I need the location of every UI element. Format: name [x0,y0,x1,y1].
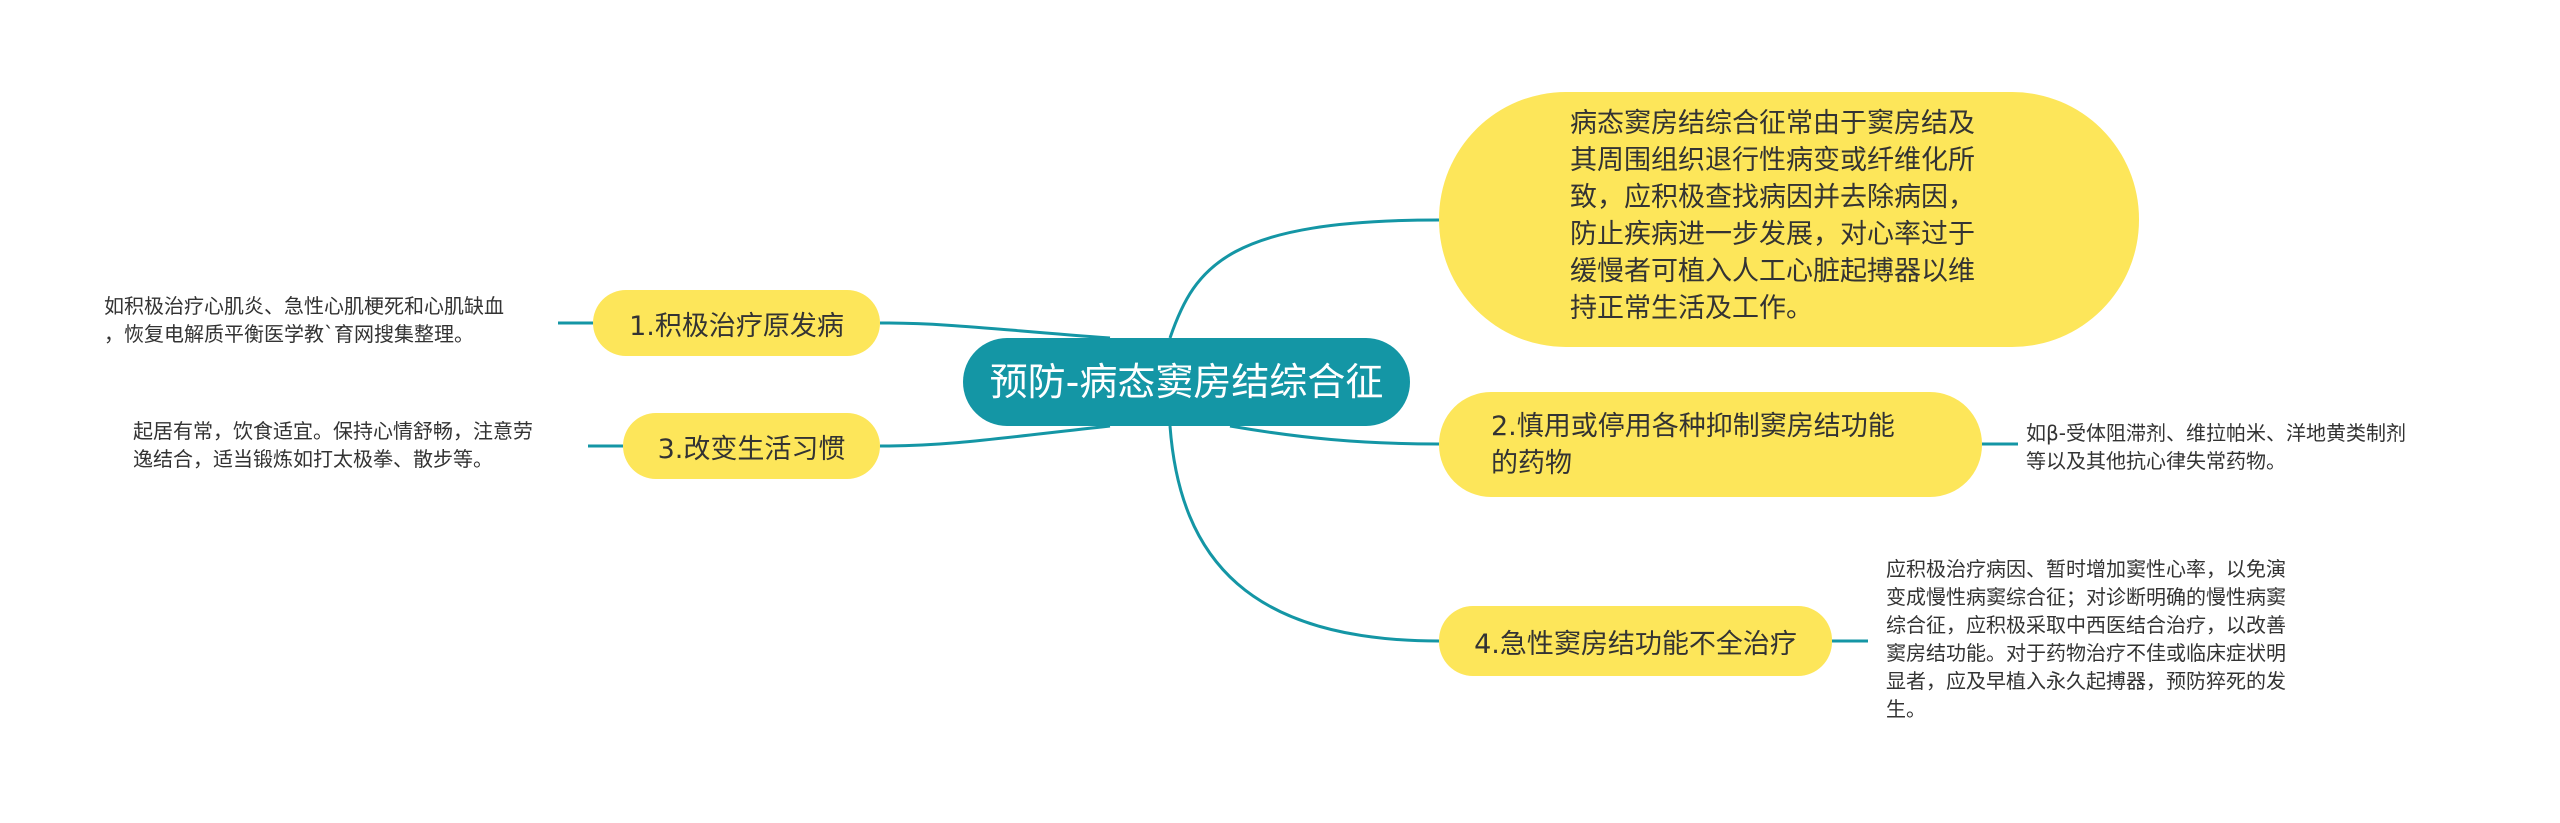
connector-root-to-big [1168,218,1440,339]
leaf-lifestyle: 起居有常，饮食适宜。保持心情舒畅，注意劳 逸结合，适当锻炼如打太极拳、散步等。 [133,417,533,473]
branch-label: 4.急性窦房结功能不全治疗 [1474,628,1797,660]
leaf-avoid-suppressive-drugs: 如β-受体阻滞剂、维拉帕米、洋地黄类制剂 等以及其他抗心律失常药物。 [2026,419,2406,475]
root-topic[interactable]: 预防-病态窦房结综合征 [963,338,1410,426]
leaf-line: 显者，应及早植入永久起搏器，预防猝死的发 [1886,669,2286,693]
leaf-line: 应积极治疗病因、暂时增加窦性心率，以免演 [1886,557,2286,581]
branch-treat-primary-disease[interactable]: 1.积极治疗原发病 [593,290,880,356]
branch-label-line: 的药物 [1491,447,1572,479]
leaf-line: 等以及其他抗心律失常药物。 [2026,449,2286,473]
connector-root-to-b3 [879,424,1111,448]
leaf-line: 变成慢性病窦综合征；对诊断明确的慢性病窦 [1886,585,2286,609]
branch-avoid-suppressive-drugs[interactable]: 2.慎用或停用各种抑制窦房结功能 的药物 [1439,392,1982,497]
leaf-line: 如β-受体阻滞剂、维拉帕米、洋地黄类制剂 [2026,421,2406,445]
branch-etiology-summary[interactable]: 病态窦房结综合征常由于窦房结及 其周围组织退行性病变或纤维化所 致，应积极查找病… [1439,92,2139,347]
leaf-line: 起居有常，饮食适宜。保持心情舒畅，注意劳 [133,419,533,443]
branch-lifestyle[interactable]: 3.改变生活习惯 [623,413,880,479]
summary-line: 缓慢者可植入人工心脏起搏器以维 [1570,256,1975,287]
branch-label: 2.慎用或停用各种抑制窦房结功能 的药物 [1491,408,1895,482]
leaf-line: 逸结合，适当锻炼如打太极拳、散步等。 [133,447,493,471]
connector-root-to-b4 [1168,425,1440,643]
branch-label: 3.改变生活习惯 [657,433,846,465]
leaf-treat-primary-disease: 如积极治疗心肌炎、急性心肌梗死和心肌缺血 ，恢复电解质平衡医学教`育网搜集整理。 [104,292,504,348]
branch-label: 1.积极治疗原发病 [629,310,844,342]
branch-label-line: 2.慎用或停用各种抑制窦房结功能 [1491,410,1895,442]
leaf-line: 窦房结功能。对于药物治疗不佳或临床症状明 [1886,641,2286,665]
summary-line: 防止疾病进一步发展，对心率过于 [1570,219,1975,250]
summary-line: 病态窦房结综合征常由于窦房结及 [1570,108,1975,139]
summary-line: 致，应积极查找病因并去除病因， [1570,182,1975,213]
leaf-line: 如积极治疗心肌炎、急性心肌梗死和心肌缺血 [104,294,504,318]
branch-acute-treatment[interactable]: 4.急性窦房结功能不全治疗 [1439,606,1832,676]
connector-root-to-b1 [879,321,1111,340]
summary-line: 其周围组织退行性病变或纤维化所 [1570,145,1975,176]
connector-root-to-b2 [1229,424,1440,446]
leaf-line: ，恢复电解质平衡医学教`育网搜集整理。 [104,322,474,346]
summary-line: 持正常生活及工作。 [1570,293,1813,324]
leaf-line: 生。 [1886,697,1926,721]
leaf-line: 综合征，应积极采取中西医结合治疗，以改善 [1886,613,2286,637]
leaf-acute-treatment: 应积极治疗病因、暂时增加窦性心率，以免演 变成慢性病窦综合征；对诊断明确的慢性病… [1886,555,2286,723]
